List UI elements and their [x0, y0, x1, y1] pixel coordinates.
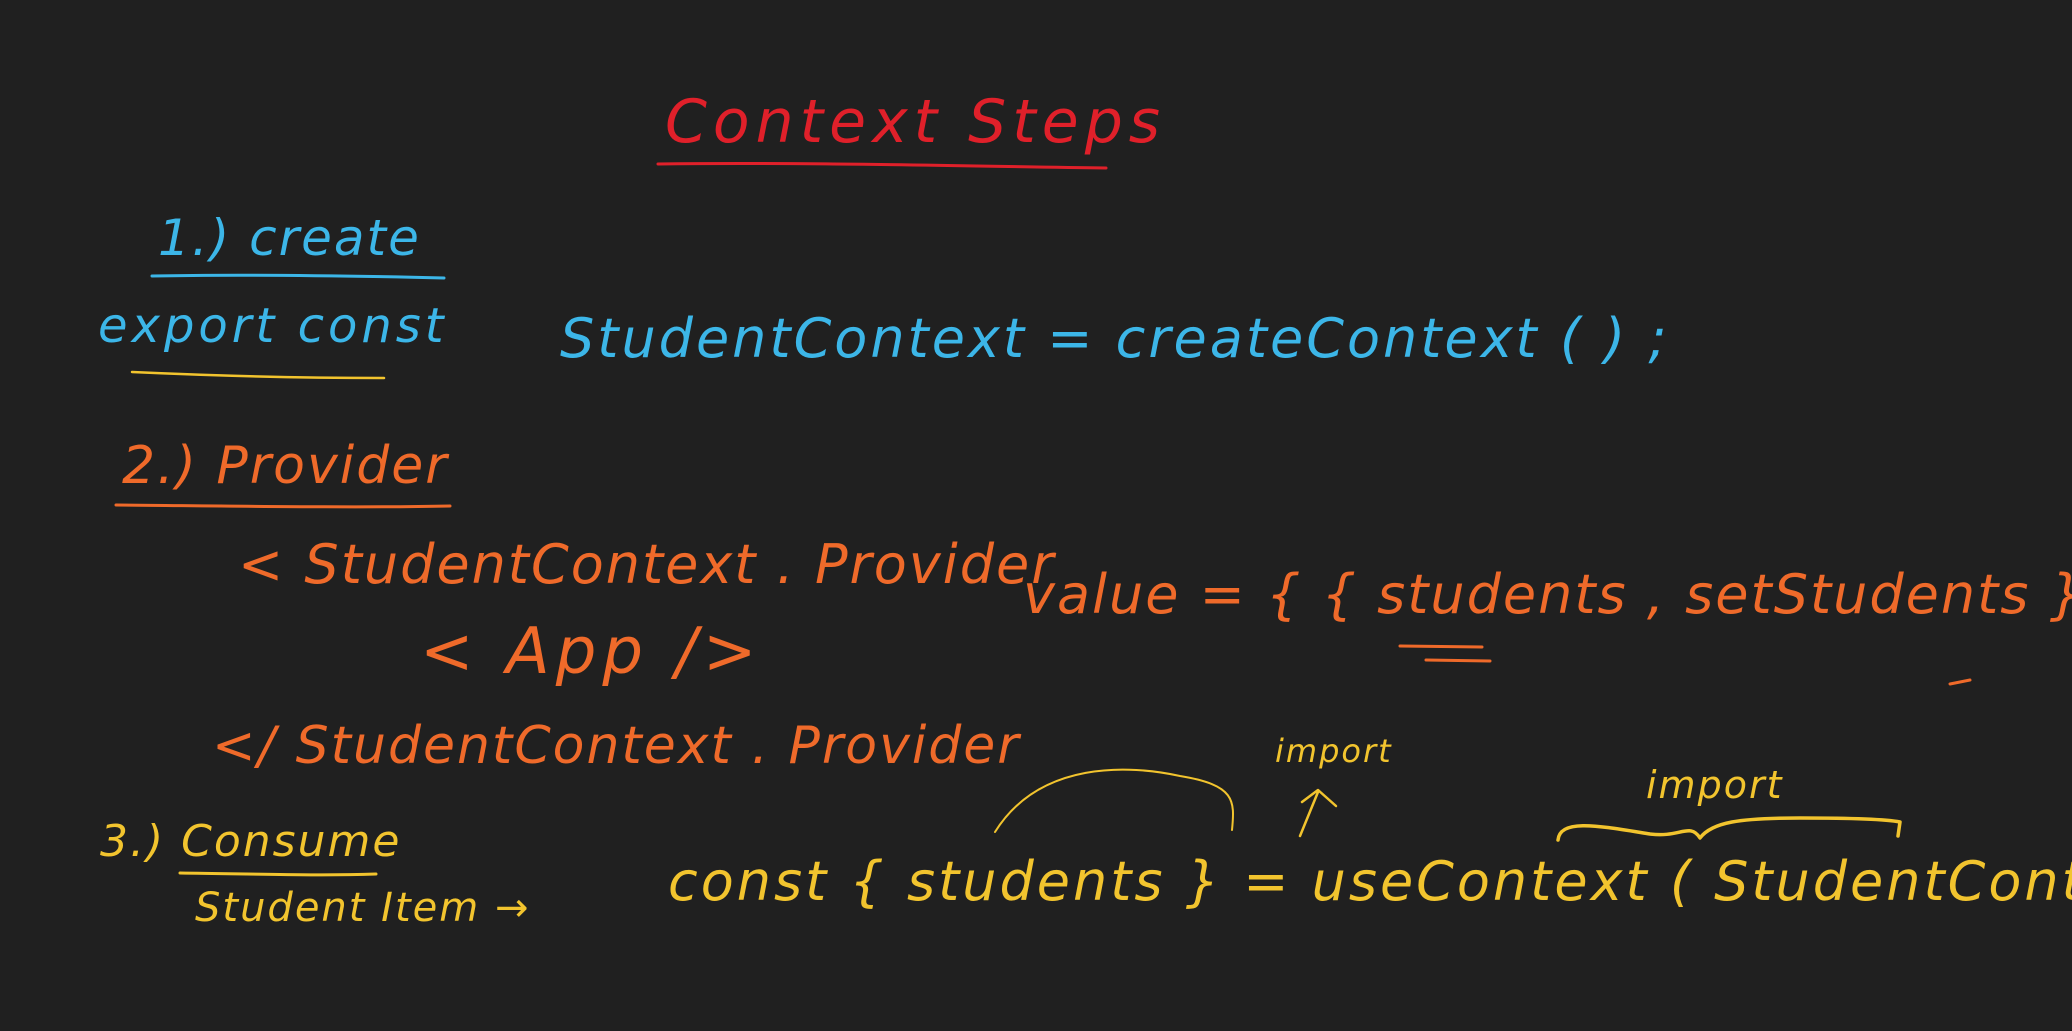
- use-context-expression: const { students } = useContext ( Studen…: [668, 850, 2072, 913]
- import-up-arrow: [1298, 788, 1338, 838]
- title-underline: [656, 161, 1108, 170]
- value-brace-tick: [1948, 678, 1972, 686]
- create-context-expression: StudentContext = createContext ( ) ;: [560, 307, 1670, 370]
- provider-close-tag: </ StudentContext . Provider: [212, 716, 1021, 776]
- step-create-heading: 1.) create: [158, 209, 421, 267]
- provider-heading-underline: [114, 503, 452, 509]
- consume-heading-underline: [178, 871, 378, 877]
- provider-value-attribute: value = { { students , setStudents } }: [1023, 563, 2072, 626]
- export-const-keyword: export const: [98, 298, 448, 354]
- student-item-label: Student Item: [195, 885, 481, 931]
- step-consume-heading: 3.) Consume: [100, 816, 402, 867]
- studentcontext-brace: [1556, 816, 1902, 842]
- step-provider-heading: 2.) Provider: [122, 436, 449, 496]
- right-arrow-icon: →: [494, 885, 531, 931]
- student-item-component: Student Item →: [195, 888, 530, 928]
- students-arc: [994, 768, 1235, 833]
- page-title: Context Steps: [665, 87, 1167, 157]
- import-note-studentcontext: import: [1646, 763, 1784, 807]
- app-child-tag: < App />: [420, 615, 763, 689]
- create-heading-underline: [150, 273, 446, 280]
- export-const-underline: [130, 370, 386, 380]
- import-note-usecontext: import: [1275, 732, 1393, 770]
- students-double-underline: [1398, 644, 1492, 663]
- provider-open-tag: < StudentContext . Provider: [238, 533, 1056, 596]
